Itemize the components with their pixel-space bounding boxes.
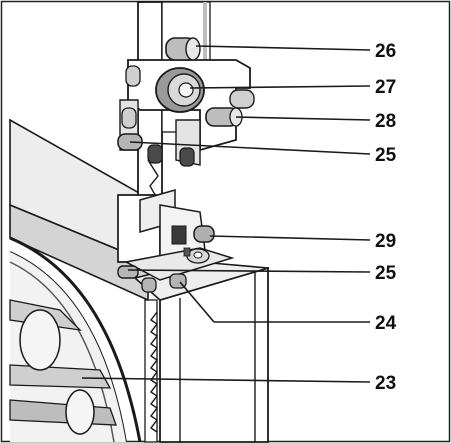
band-wheel (9, 236, 142, 443)
callout-27: 27 (375, 77, 396, 98)
leader-line-28 (235, 116, 371, 121)
callout-24: 24 (375, 313, 397, 334)
callout-labels: 26 27 28 25 29 25 24 23 (375, 41, 397, 394)
leader-lines (81, 45, 371, 383)
callout-26: 26 (375, 41, 396, 62)
roller-29 (193, 225, 215, 243)
machine-housing (9, 118, 149, 302)
leader-line-23 (81, 377, 371, 383)
lower-guide-block (117, 189, 235, 293)
leader-line-27 (189, 85, 371, 89)
leader-line-24a (179, 281, 215, 323)
leader-line-25-upper (129, 141, 371, 155)
callout-25-lower: 25 (375, 263, 397, 284)
callout-25-upper: 25 (375, 145, 397, 166)
leader-line-26 (195, 45, 371, 51)
callout-23: 23 (375, 373, 396, 394)
leader-line-29 (209, 235, 371, 241)
roller-25-lower (117, 265, 139, 279)
leader-line-25-lower (127, 269, 371, 273)
saw-blade-lower (144, 299, 159, 443)
callout-29: 29 (375, 231, 396, 252)
callout-28: 28 (375, 111, 396, 132)
